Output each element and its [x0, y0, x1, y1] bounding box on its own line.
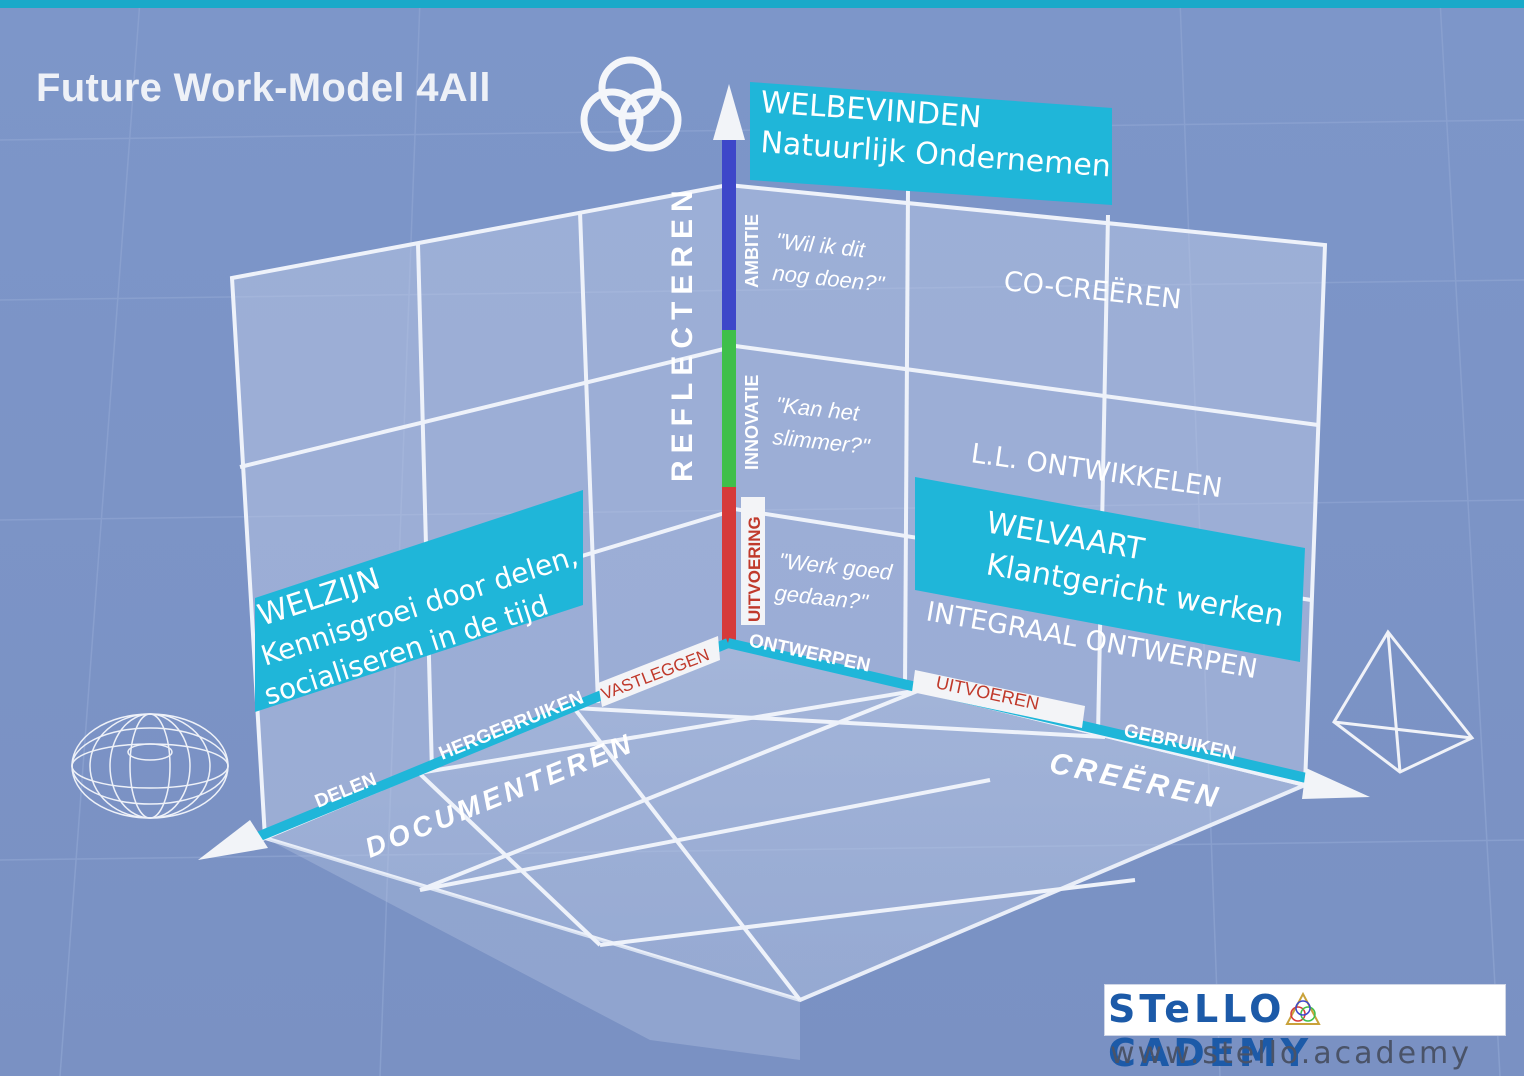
uitvoering-label: UITVOERING [745, 516, 764, 622]
logo-name-left: STeLLO [1108, 987, 1286, 1031]
page-title: Future Work-Model 4All [36, 66, 491, 110]
logo-name-right: CADEMY [1108, 1031, 1313, 1075]
pyramid-wireframe-icon [1332, 629, 1475, 774]
reflecteren-label: REFLECTEREN [666, 183, 699, 482]
ambitie-label: AMBITIE [742, 214, 762, 288]
axis-segment-uitvoering [722, 487, 736, 643]
axis-segment-ambitie [722, 125, 736, 330]
welbevinden-box [750, 82, 1112, 205]
welvaart-box [915, 477, 1305, 662]
floor-reflection [265, 838, 800, 1060]
stello-logo[interactable] [1104, 984, 1506, 1036]
top-accent-strip [0, 0, 1524, 8]
left-axis-arrow [198, 820, 268, 860]
logo-triangle-icon [1285, 991, 1322, 1025]
logo-url[interactable]: www.stello.academy [1110, 1036, 1473, 1071]
innovatie-label: INNOVATIE [742, 375, 762, 470]
trefoil-knot-icon [580, 56, 682, 152]
axis-segment-innovatie [722, 330, 736, 487]
right-axis-arrow [1302, 768, 1370, 799]
torus-wireframe-icon [71, 713, 229, 819]
uitvoeren-label-bg [912, 670, 1085, 728]
uitvoering-label-bg [741, 497, 765, 625]
vastleggen-label-bg [598, 636, 720, 707]
vertical-axis-arrow [713, 84, 745, 140]
floor-grid [417, 688, 1136, 1002]
logo-name: STeLLO CADEMY [1108, 987, 1524, 1075]
welzijn-box [255, 490, 583, 712]
